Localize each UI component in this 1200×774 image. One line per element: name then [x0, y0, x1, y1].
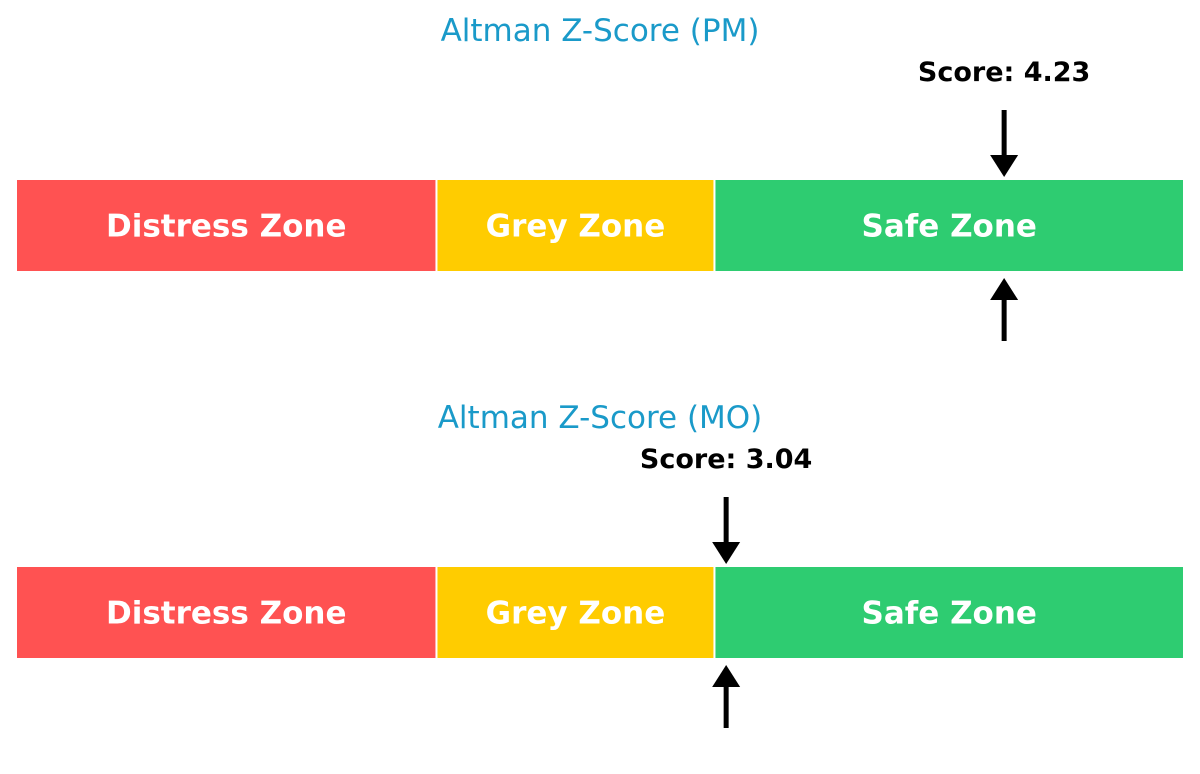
score-arrow-down-head	[990, 155, 1019, 177]
score-arrow-down-head	[712, 542, 741, 564]
chart-title: Altman Z-Score (PM)	[441, 13, 760, 49]
zone-label: Grey Zone	[486, 209, 666, 245]
zone-label: Safe Zone	[862, 209, 1037, 245]
zone-label: Distress Zone	[106, 209, 347, 245]
zone-bar-2	[713, 565, 1185, 660]
zone-label: Distress Zone	[106, 596, 347, 632]
zone-label: Safe Zone	[862, 596, 1037, 632]
score-label: Score: 4.23	[918, 57, 1090, 88]
score-arrow-up-head	[712, 665, 741, 687]
zone-bar-0	[15, 178, 438, 273]
zone-bar-2	[713, 178, 1185, 273]
zone-label: Grey Zone	[486, 596, 666, 632]
zone-bar-0	[15, 565, 438, 660]
chart-title: Altman Z-Score (MO)	[438, 400, 763, 436]
score-label: Score: 3.04	[640, 444, 812, 475]
zone-bar-1	[435, 178, 716, 273]
score-arrow-up-head	[990, 278, 1019, 300]
